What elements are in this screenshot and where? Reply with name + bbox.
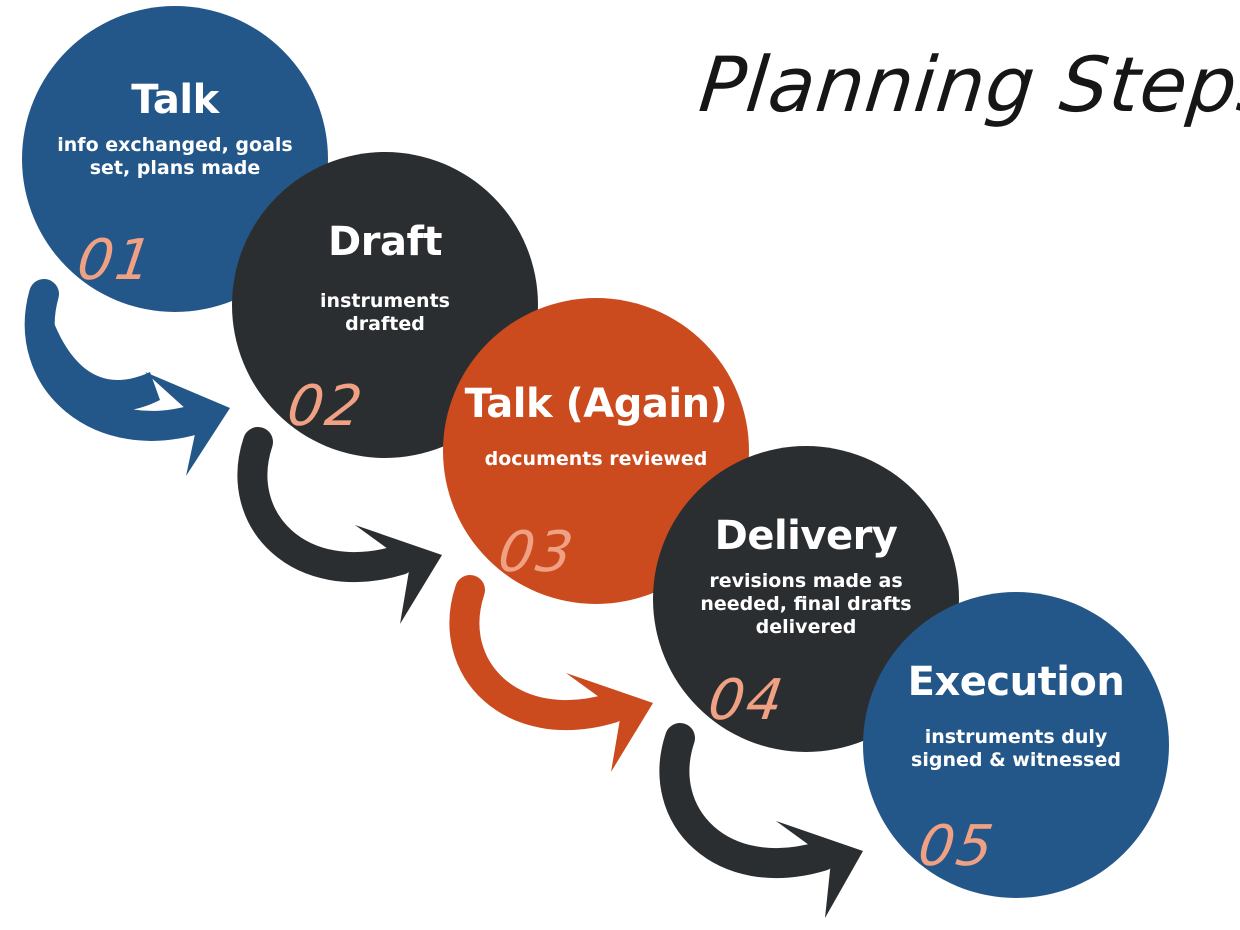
step-description: revisions made as needed, final drafts d…	[700, 570, 912, 638]
arrow-1-to-2	[24, 279, 230, 476]
step-description: instruments drafted	[320, 290, 450, 335]
step-description: info exchanged, goals set, plans made	[57, 134, 293, 179]
arrow-3-to-4	[449, 575, 653, 772]
step-number: 04	[704, 668, 789, 733]
step-5-circle: Execution instruments duly signed & witn…	[863, 592, 1169, 898]
step-heading: Talk (Again)	[464, 381, 728, 427]
step-heading: Execution	[907, 659, 1125, 705]
arrow-4-to-5	[659, 723, 863, 918]
step-number: 05	[914, 814, 999, 879]
step-2-circle: Draft instruments drafted 02	[232, 152, 538, 458]
step-heading: Delivery	[714, 513, 898, 559]
arrow-2-to-3	[237, 427, 442, 624]
step-number: 03	[494, 520, 579, 585]
step-number: 01	[73, 228, 158, 293]
step-description: instruments duly signed & witnessed	[911, 726, 1121, 771]
step-heading: Draft	[328, 219, 442, 265]
step-3-circle: Talk (Again) documents reviewed 03	[443, 298, 749, 604]
step-number: 02	[283, 374, 368, 439]
step-heading: Talk	[131, 77, 219, 123]
step-description: documents reviewed	[484, 448, 708, 470]
